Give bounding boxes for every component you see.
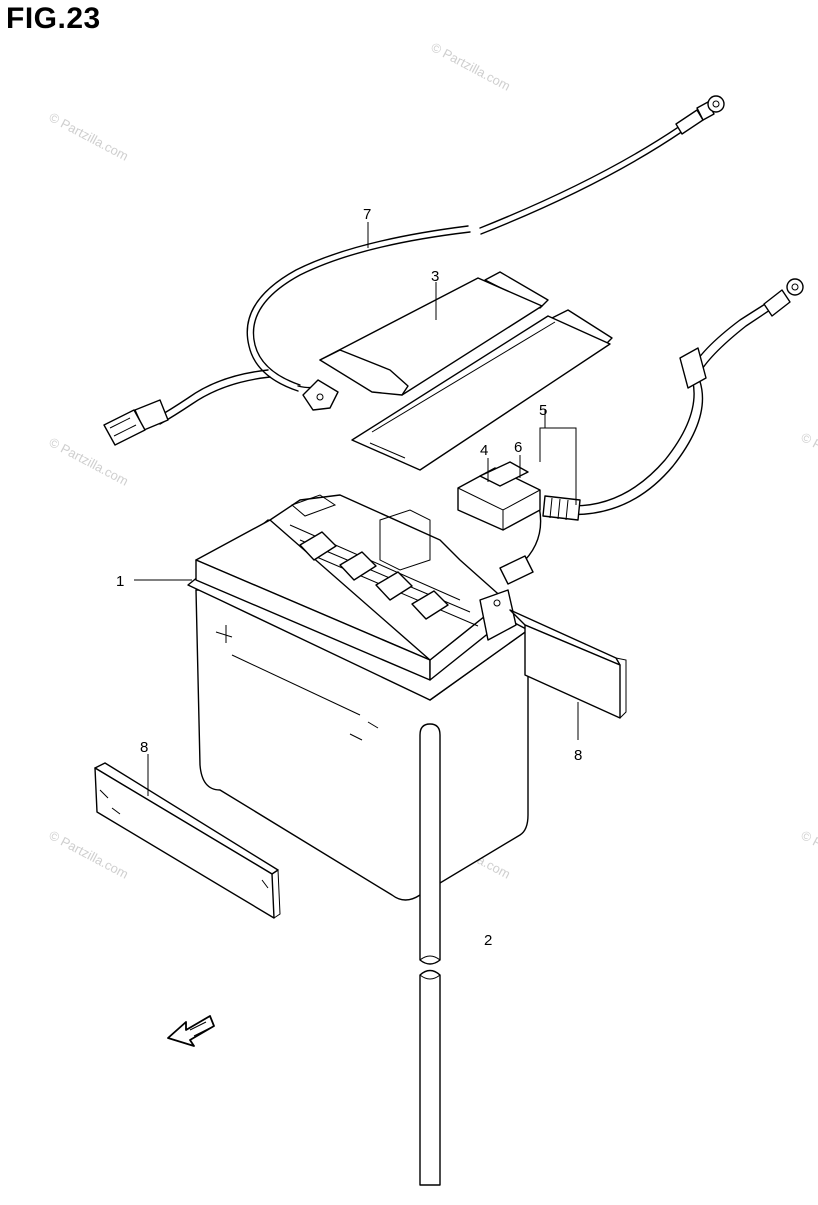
callout-3: 3: [431, 268, 439, 285]
watermark-text: © Partzilla.com: [799, 429, 818, 483]
callout-2: 2: [484, 932, 492, 949]
callout-1: 1: [116, 573, 124, 590]
part-cushion-left: [94, 762, 281, 919]
callout-8-left: 8: [140, 739, 148, 756]
callout-7: 7: [363, 206, 371, 223]
callout-labels: 1 2 3 4 5 6 7 8 8: [116, 206, 582, 949]
callout-8-right: 8: [574, 747, 582, 764]
watermark-text: © Partzilla.com: [47, 109, 131, 163]
part-ground-wire: [103, 95, 725, 446]
part-breather-hose: [419, 723, 441, 1186]
callout-4: 4: [480, 442, 488, 459]
watermark-text: © Partzilla.com: [429, 39, 513, 93]
part-lead-assembly: [457, 278, 804, 585]
leader-lines: [134, 222, 579, 796]
part-battery-band: [319, 271, 613, 471]
callout-5: 5: [539, 402, 547, 419]
figure-title: FIG.23: [6, 2, 101, 35]
front-arrow-icon: [167, 1015, 215, 1047]
part-cushion-right: [509, 609, 627, 719]
watermark-text: © Partzilla.com: [799, 827, 818, 881]
part-battery: [187, 494, 529, 901]
callout-6: 6: [514, 439, 522, 456]
watermark-text: © Partzilla.com: [47, 827, 131, 881]
